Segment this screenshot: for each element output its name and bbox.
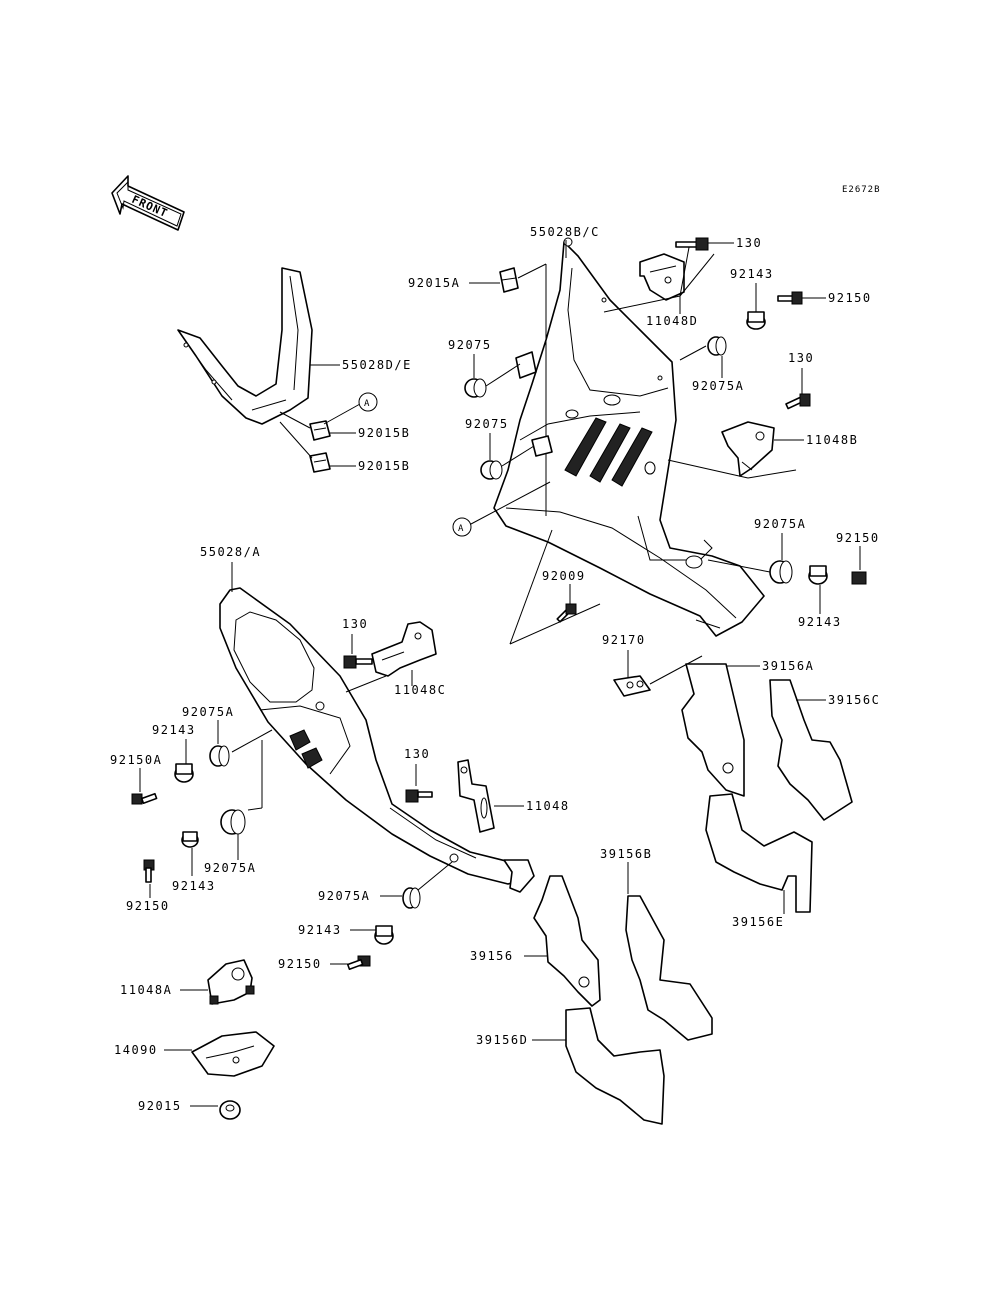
- bolt-92150A: [131, 792, 158, 805]
- bolt-92150-center: [346, 955, 371, 971]
- callout-a-2-text: A: [458, 524, 464, 534]
- grommet-92075-1: [464, 378, 487, 398]
- bracket-11048A: [207, 959, 255, 1005]
- collar-92143-right: [808, 565, 828, 585]
- bolt-130-center: [405, 789, 433, 803]
- label-92170: 92170: [602, 633, 646, 647]
- pad-39156D: [565, 1007, 665, 1125]
- grommet-92075A-center: [402, 887, 421, 909]
- label-55028BC: 55028B/C: [530, 225, 600, 239]
- grommet-92075A-right: [769, 560, 793, 584]
- label-92015: 92015: [138, 1099, 182, 1113]
- label-92075A-right: 92075A: [754, 517, 806, 531]
- pad-39156A: [681, 663, 745, 797]
- label-11048A: 11048A: [120, 983, 172, 997]
- label-55028A: 55028/A: [200, 545, 261, 559]
- callout-a-1: [358, 392, 378, 412]
- collar-92143-center: [374, 925, 394, 945]
- label-92143-bottom: 92143: [172, 879, 216, 893]
- label-92075A-bottom: 92075A: [204, 861, 256, 875]
- label-130-left: 130: [342, 617, 368, 631]
- pad-39156E: [705, 793, 813, 913]
- collar-92143-left: [174, 763, 194, 783]
- label-92015B-2: 92015B: [358, 459, 410, 473]
- label-39156D: 39156D: [476, 1033, 528, 1047]
- label-11048: 11048: [526, 799, 570, 813]
- label-39156C: 39156C: [828, 693, 880, 707]
- label-92150-left: 92150: [126, 899, 170, 913]
- bracket-11048B: [721, 421, 775, 477]
- grommet-92075A-left: [209, 745, 230, 767]
- label-92075A-top: 92075A: [692, 379, 744, 393]
- label-92143-center: 92143: [298, 923, 342, 937]
- label-92075A-center: 92075A: [318, 889, 370, 903]
- collar-92143-top: [746, 311, 766, 330]
- pad-39156B: [625, 895, 713, 1041]
- bolt-130-top: [675, 237, 709, 251]
- label-130-top: 130: [736, 236, 762, 250]
- nut-92015: [219, 1100, 241, 1120]
- label-92075A-left: 92075A: [182, 705, 234, 719]
- label-130-mid: 130: [788, 351, 814, 365]
- bolt-130-mid: [785, 393, 811, 410]
- label-92009: 92009: [542, 569, 586, 583]
- label-130-center: 130: [404, 747, 430, 761]
- bolt-130-left: [343, 655, 373, 669]
- part-55028BC-cowl: [493, 237, 765, 637]
- pad-39156C: [769, 679, 853, 821]
- label-92150-top: 92150: [828, 291, 872, 305]
- part-55028A-lower-cowl: [219, 587, 535, 893]
- bolt-92150-top: [777, 291, 803, 305]
- label-92015B-1: 92015B: [358, 426, 410, 440]
- label-11048C: 11048C: [394, 683, 446, 697]
- clip-92015B-2: [309, 452, 331, 473]
- front-arrow-icon: FRONT: [111, 175, 185, 231]
- grommet-92075-2: [480, 460, 503, 480]
- clip-92015A: [499, 267, 519, 293]
- pad-39156: [533, 875, 601, 1007]
- screw-92009: [556, 603, 577, 623]
- clip-92015B-1: [309, 420, 331, 441]
- label-11048D: 11048D: [646, 314, 698, 328]
- label-92150-right: 92150: [836, 531, 880, 545]
- label-92150A: 92150A: [110, 753, 162, 767]
- bolt-92150-right: [851, 571, 867, 585]
- label-92075-1: 92075: [448, 338, 492, 352]
- collar-92143-bottom: [181, 831, 199, 848]
- bolt-92150-left: [143, 859, 155, 883]
- bracket-11048: [457, 759, 495, 833]
- label-39156: 39156: [470, 949, 514, 963]
- label-92143-left: 92143: [152, 723, 196, 737]
- label-39156B: 39156B: [600, 847, 652, 861]
- plate-14090: [191, 1031, 275, 1077]
- label-39156A: 39156A: [762, 659, 814, 673]
- label-39156E: 39156E: [732, 915, 784, 929]
- label-14090: 14090: [114, 1043, 158, 1057]
- part-55028DE-cowl: [177, 267, 313, 425]
- bracket-11048D: [639, 253, 685, 301]
- label-55028DE: 55028D/E: [342, 358, 412, 372]
- label-92150-center: 92150: [278, 957, 322, 971]
- clip-92170: [613, 675, 651, 697]
- label-92143-right: 92143: [798, 615, 842, 629]
- label-11048B: 11048B: [806, 433, 858, 447]
- callout-a-2: [452, 517, 472, 537]
- label-92015A: 92015A: [408, 276, 460, 290]
- bracket-11048C: [371, 621, 437, 677]
- callout-a-1-text: A: [364, 399, 370, 409]
- label-92143-top: 92143: [730, 267, 774, 281]
- grommet-92075A-bottom: [220, 809, 246, 835]
- grommet-92075A-top: [707, 336, 727, 356]
- diagram-ref-code: E2672B: [842, 185, 881, 195]
- label-92075-2: 92075: [465, 417, 509, 431]
